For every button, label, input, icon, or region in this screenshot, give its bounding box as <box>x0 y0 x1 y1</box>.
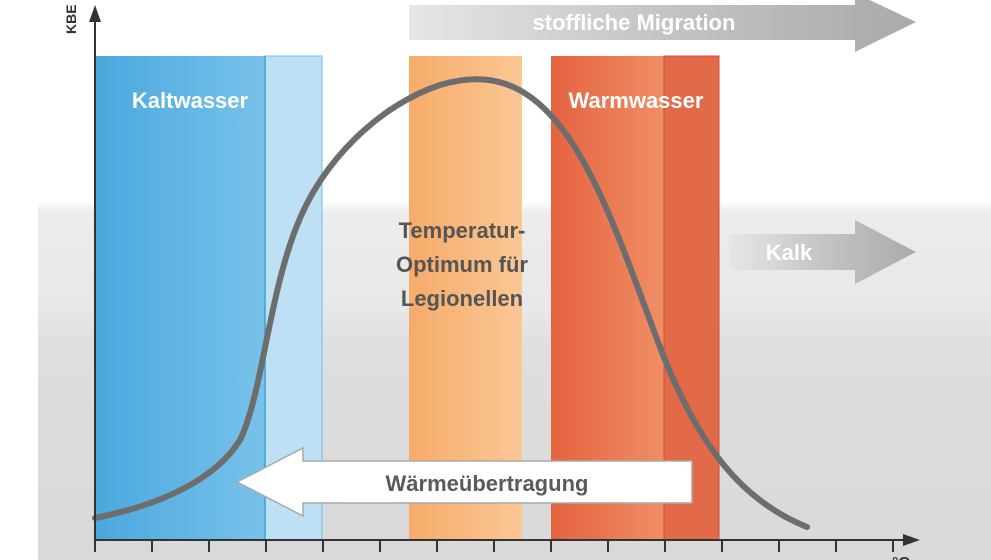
warm-water-zone-dark <box>663 55 720 541</box>
limescale-arrow <box>729 220 916 284</box>
warm-water-label: Warmwasser <box>569 88 704 113</box>
legionella-optimum-zone <box>409 56 522 540</box>
legionella-growth-curve <box>92 76 810 530</box>
x-axis-label: °C <box>892 555 910 560</box>
cold-water-zone <box>95 56 265 540</box>
x-axis-ticks <box>94 540 894 552</box>
cold-water-label: Kaltwasser <box>132 88 249 113</box>
y-axis-arrowhead <box>89 5 101 22</box>
limescale-label: Kalk <box>766 240 813 265</box>
legionella-optimum-label-line2: Optimum für <box>396 252 528 277</box>
heat-transfer-arrow <box>235 446 693 518</box>
material-migration-label: stoffliche Migration <box>533 10 736 35</box>
x-axis-arrowhead <box>903 534 920 546</box>
heat-transfer-label: Wärmeübertragung <box>386 471 589 496</box>
material-migration-arrow <box>409 0 916 52</box>
y-axis-label: KBE <box>63 4 79 34</box>
legionella-optimum-label-line3: Legionellen <box>401 286 523 311</box>
legionella-optimum-label-line1: Temperatur- <box>399 218 526 243</box>
